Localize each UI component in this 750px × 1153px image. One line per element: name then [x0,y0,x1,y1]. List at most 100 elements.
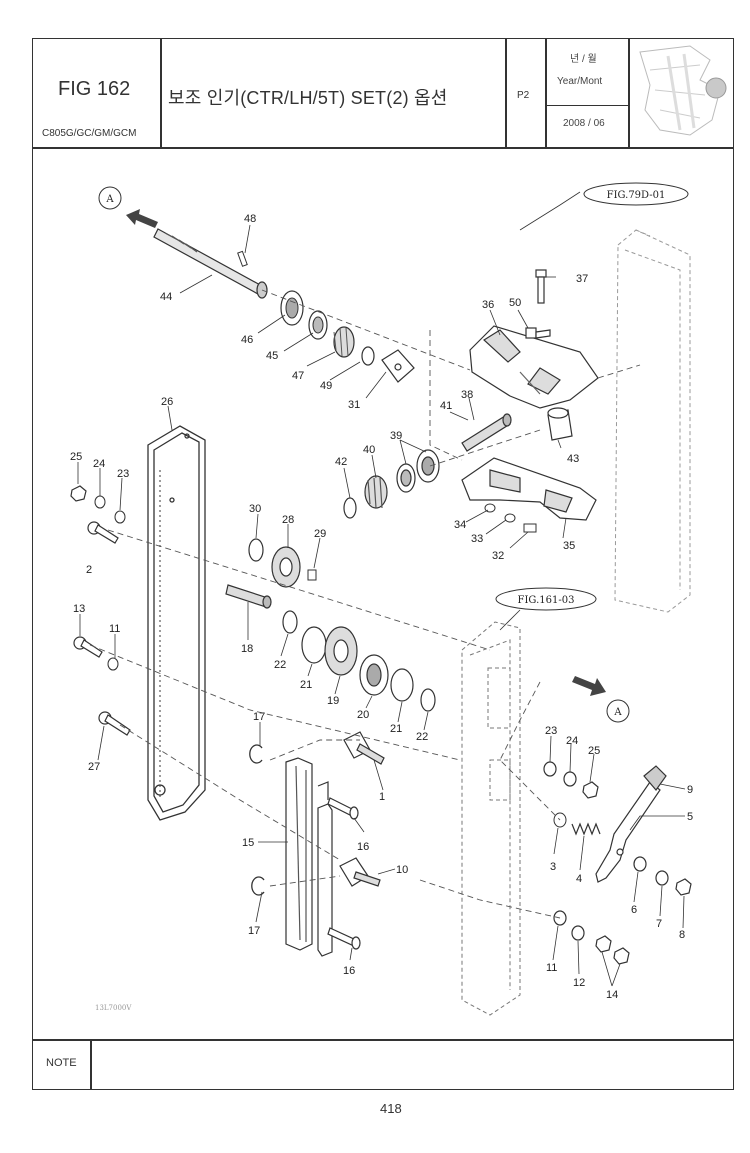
part-callout: 25 [588,745,600,757]
part-callout: 18 [241,643,253,655]
bolt-2 [87,521,119,544]
assembly-lines [89,289,641,919]
bolt-13 [73,636,103,658]
shaft-44 [153,228,268,299]
part-callout: 11 [546,962,557,974]
ref-frame-79d [614,229,691,613]
part-callout: 50 [509,297,521,309]
part-callout: 6 [631,904,637,916]
page-code: P2 [517,90,530,101]
pin-16-bottom [327,927,361,950]
part-callout: 22 [274,659,286,671]
part-callout: 41 [440,400,452,412]
grip-9 [643,765,667,791]
lever-5 [595,781,661,883]
part-callout: 16 [343,965,355,977]
part-callout: 3 [550,861,556,873]
part-callout: 20 [357,709,369,721]
spring-4 [571,822,601,836]
drawing-code: 13L7000V [95,1004,132,1012]
key-48 [237,250,248,267]
connector-label-top: A [105,194,114,205]
nut-25-left [70,485,87,502]
header-divider [545,38,547,148]
part-callout: 28 [282,514,294,526]
part-callout: 35 [563,540,575,552]
washer-11-left [107,657,119,671]
part-callout: 42 [335,456,347,468]
fig-ref-79d: FIG.79D-01 [607,190,666,201]
rings-22-21 [282,610,436,712]
e-ring-17-top [249,744,263,764]
part-callouts: 48 44 46 45 47 49 31 37 36 50 38 41 40 3… [70,213,693,1001]
part-callout: 25 [70,451,82,463]
bracket-10 [339,857,381,887]
revision-date: 2008 / 06 [563,118,605,129]
part-callout: 13 [73,603,85,615]
frame-plate-26 [147,425,206,821]
part-callout: 39 [390,430,402,442]
header-divider [160,38,162,148]
fig-161-ref-label: FIG.161-03 [495,587,597,611]
note-label: NOTE [46,1057,77,1069]
part-callout: 19 [327,695,339,707]
part-callout: 47 [292,370,304,382]
e-ring-17-bottom [251,876,265,896]
part-callout: 37 [576,273,588,285]
shaft-18 [225,584,272,609]
bracket-36 [469,325,599,409]
washers-11-12-14-right [553,910,630,965]
gear-47 [333,326,355,358]
washers-23-24-left [94,495,126,524]
pin-29 [307,569,317,581]
arrow-a-right [572,676,630,723]
shaft-38 [461,413,512,452]
part-callout: 45 [266,350,278,362]
arrow-a-top [98,186,158,228]
part-callout: 44 [160,291,172,303]
part-callout: 17 [253,711,265,723]
washers-6-7-8 [633,856,692,896]
pin-16-top [327,797,359,820]
part-callout: 24 [93,458,105,470]
part-callout: 2 [86,564,92,576]
part-callout: 15 [242,837,254,849]
part-callout: 10 [396,864,408,876]
part-callout: 14 [606,989,618,1001]
part-callout: 12 [573,977,585,989]
leader-lines [77,191,686,987]
year-month-label-en: Year/Mont [557,76,603,87]
part-callout: 9 [687,784,693,796]
part-callout: 16 [357,841,369,853]
part-callout: 1 [379,791,385,803]
bearing-39 [396,449,440,493]
page-frame [32,38,734,1090]
part-callout: 21 [300,679,312,691]
fig-ref-161: FIG.161-03 [518,595,575,606]
part-callout: 34 [454,519,466,531]
header-divider [32,147,734,149]
fig-79d-ref-label: FIG.79D-01 [583,182,689,206]
part-callout: 33 [471,533,483,545]
page-number: 418 [380,1101,402,1116]
part-callout: 23 [545,725,557,737]
note-divider [90,1039,92,1090]
part-callout: 32 [492,550,504,562]
connector-label-right: A [613,707,622,718]
gear-40 [364,475,388,509]
washers-32-34 [484,503,537,533]
part-callout: 22 [416,731,428,743]
part-callout: 23 [117,468,129,480]
part-callout: 43 [567,453,579,465]
part-callout: 38 [461,389,473,401]
snap-ring-30 [248,538,264,562]
fig-number: FIG 162 [58,78,131,100]
plate-31 [381,349,415,383]
part-callout: 27 [88,761,100,773]
part-callout: 26 [161,396,173,408]
snap-ring-42 [343,497,357,519]
part-callout: 30 [249,503,261,515]
gear-28 [271,546,301,588]
bracket-35 [461,457,597,521]
part-callout: 8 [679,929,685,941]
